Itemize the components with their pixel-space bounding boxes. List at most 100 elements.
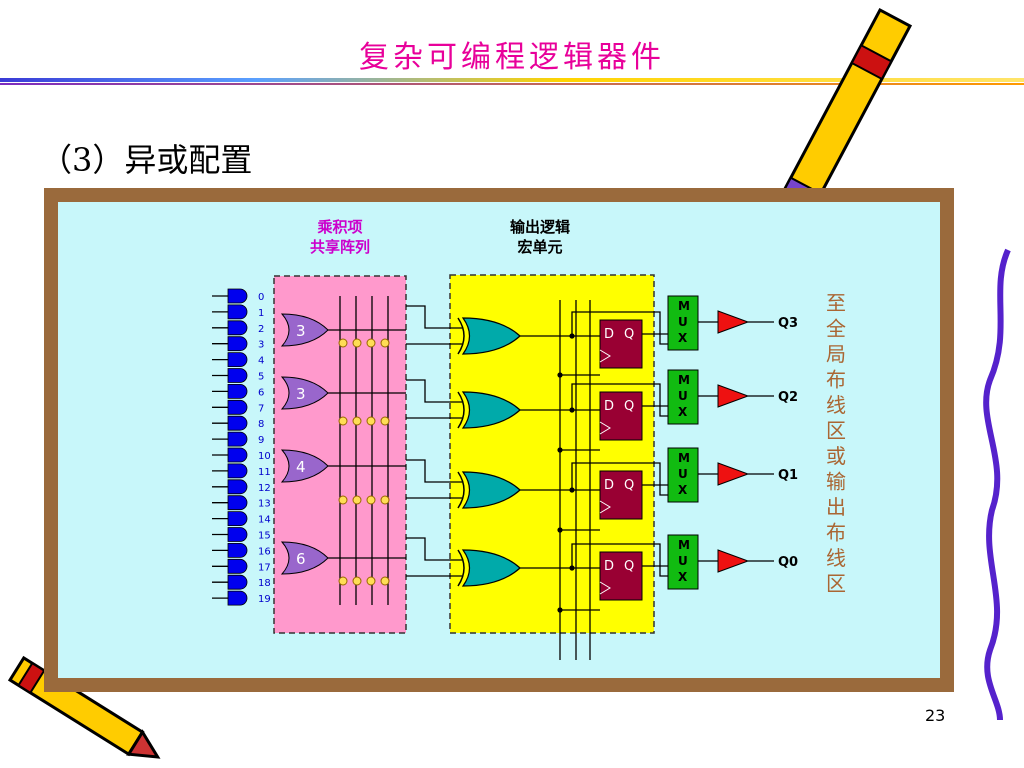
and-gate bbox=[227, 336, 248, 352]
right-block-title-2: 宏单元 bbox=[517, 238, 562, 256]
or-gate-count: 6 bbox=[296, 550, 306, 568]
mux-letter: M bbox=[678, 299, 690, 313]
input-label: 7 bbox=[258, 403, 264, 414]
output-buffer bbox=[717, 310, 750, 334]
side-text-char: 出 bbox=[826, 495, 846, 519]
programmable-junction bbox=[380, 495, 390, 505]
or-gate bbox=[280, 449, 329, 483]
input-label: 17 bbox=[258, 562, 271, 573]
and-gate bbox=[227, 543, 248, 558]
xor-gate bbox=[461, 317, 521, 355]
xor-gate bbox=[461, 471, 521, 509]
output-label: Q0 bbox=[778, 555, 798, 570]
page-number: 23 bbox=[925, 706, 946, 725]
input-label: 1 bbox=[258, 308, 264, 319]
side-text-char: 局 bbox=[826, 342, 846, 366]
junction-dot bbox=[557, 527, 563, 533]
right-block-title-1: 输出逻辑 bbox=[510, 218, 570, 236]
output-buffer bbox=[717, 384, 750, 408]
section-heading: （3）异或配置 bbox=[40, 141, 253, 179]
input-label: 5 bbox=[258, 372, 264, 383]
and-gate bbox=[227, 590, 248, 606]
junction-dot bbox=[569, 407, 575, 413]
side-text-char: 至 bbox=[826, 291, 846, 315]
or-gate-count: 3 bbox=[296, 385, 306, 403]
input-label: 0 bbox=[258, 292, 264, 303]
mux-block bbox=[667, 295, 699, 351]
xor-input-wire bbox=[406, 379, 462, 403]
flipflop-q-label: Q bbox=[624, 559, 634, 574]
programmable-junction bbox=[380, 576, 390, 586]
input-label: 19 bbox=[258, 594, 271, 605]
mux-block bbox=[667, 534, 699, 590]
input-label: 11 bbox=[258, 467, 271, 478]
d-flipflop bbox=[599, 470, 643, 520]
and-gate bbox=[227, 352, 248, 367]
bypass-wire bbox=[571, 543, 668, 577]
input-label: 15 bbox=[258, 531, 271, 542]
and-gate bbox=[227, 415, 248, 431]
flipflop-d-label: D bbox=[604, 559, 614, 574]
d-flipflop bbox=[599, 319, 643, 369]
clock-marker bbox=[599, 500, 611, 514]
input-label: 8 bbox=[258, 419, 264, 430]
input-label: 9 bbox=[258, 435, 264, 446]
and-gate bbox=[227, 479, 248, 495]
junction-dot bbox=[557, 607, 563, 613]
mux-block bbox=[667, 447, 699, 503]
and-gate bbox=[227, 288, 248, 304]
or-gate bbox=[280, 541, 329, 575]
flipflop-q-label: Q bbox=[624, 399, 634, 414]
input-label: 2 bbox=[258, 324, 264, 335]
and-gate bbox=[227, 495, 248, 511]
side-text-char: 布 bbox=[826, 368, 846, 392]
mux-block bbox=[667, 369, 699, 425]
xor-curve bbox=[457, 391, 465, 429]
slide-title: 复杂可编程逻辑器件 bbox=[359, 40, 665, 75]
output-buffer bbox=[717, 549, 750, 573]
programmable-junction bbox=[338, 338, 348, 348]
mux-letter: X bbox=[678, 570, 688, 584]
xor-gate bbox=[461, 391, 521, 429]
clock-marker bbox=[599, 581, 611, 595]
programmable-junction bbox=[352, 576, 362, 586]
and-gate bbox=[227, 527, 248, 542]
junction-dot bbox=[557, 372, 563, 378]
clock-marker bbox=[599, 349, 611, 363]
or-gate-count: 3 bbox=[296, 322, 306, 340]
or-gate bbox=[280, 376, 329, 410]
side-text-char: 输 bbox=[826, 470, 846, 494]
input-label: 4 bbox=[258, 356, 264, 367]
d-flipflop bbox=[599, 391, 643, 441]
d-flipflop bbox=[599, 551, 643, 601]
mux-letter: X bbox=[678, 483, 688, 497]
side-text-char: 或 bbox=[826, 444, 846, 468]
programmable-junction bbox=[338, 495, 348, 505]
xor-curve bbox=[457, 471, 465, 509]
or-gate-count: 4 bbox=[296, 458, 306, 476]
side-text-char: 布 bbox=[826, 521, 846, 545]
output-label: Q1 bbox=[778, 468, 798, 483]
input-label: 10 bbox=[258, 451, 271, 462]
xor-gate bbox=[461, 549, 521, 587]
programmable-junction bbox=[380, 416, 390, 426]
junction-dot bbox=[557, 447, 563, 453]
programmable-junction bbox=[366, 416, 376, 426]
input-label: 14 bbox=[258, 515, 271, 526]
input-label: 16 bbox=[258, 546, 271, 557]
and-gate bbox=[227, 431, 248, 447]
input-label: 13 bbox=[258, 499, 271, 510]
programmable-junction bbox=[352, 338, 362, 348]
flipflop-q-label: Q bbox=[624, 327, 634, 342]
junction-dot bbox=[569, 333, 575, 339]
and-gate bbox=[227, 368, 248, 383]
clock-marker bbox=[599, 421, 611, 435]
mux-letter: M bbox=[678, 373, 690, 387]
programmable-junction bbox=[352, 416, 362, 426]
mux-letter: U bbox=[678, 315, 688, 329]
and-gate bbox=[227, 511, 248, 526]
xor-input-wire bbox=[406, 459, 462, 483]
mux-letter: M bbox=[678, 538, 690, 552]
input-label: 12 bbox=[258, 483, 271, 494]
